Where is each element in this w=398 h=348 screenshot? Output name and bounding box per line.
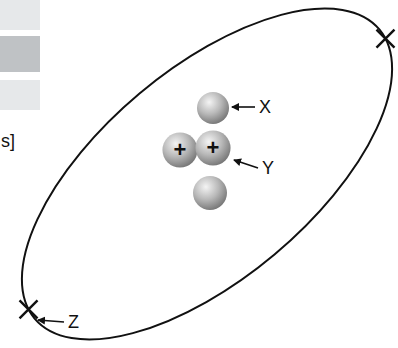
charge-sign: + (207, 137, 220, 159)
electron-cross (376, 30, 394, 48)
leader-line (234, 160, 258, 168)
proton: + (195, 130, 231, 166)
table-fragment (0, 36, 40, 72)
leader-line (38, 320, 64, 322)
electron-marks (20, 30, 395, 319)
leader-line (232, 106, 255, 108)
neutron (197, 92, 229, 124)
cropped-text: s] (1, 132, 15, 150)
part-letter: Z (68, 313, 79, 331)
proton: + (162, 132, 198, 168)
neutron (193, 176, 227, 210)
charge-sign: + (174, 139, 187, 161)
electron-cross (20, 300, 38, 318)
part-letter: Y (262, 159, 274, 177)
part-letter: X (259, 98, 271, 116)
table-fragment (0, 80, 40, 110)
table-fragment (0, 0, 40, 30)
